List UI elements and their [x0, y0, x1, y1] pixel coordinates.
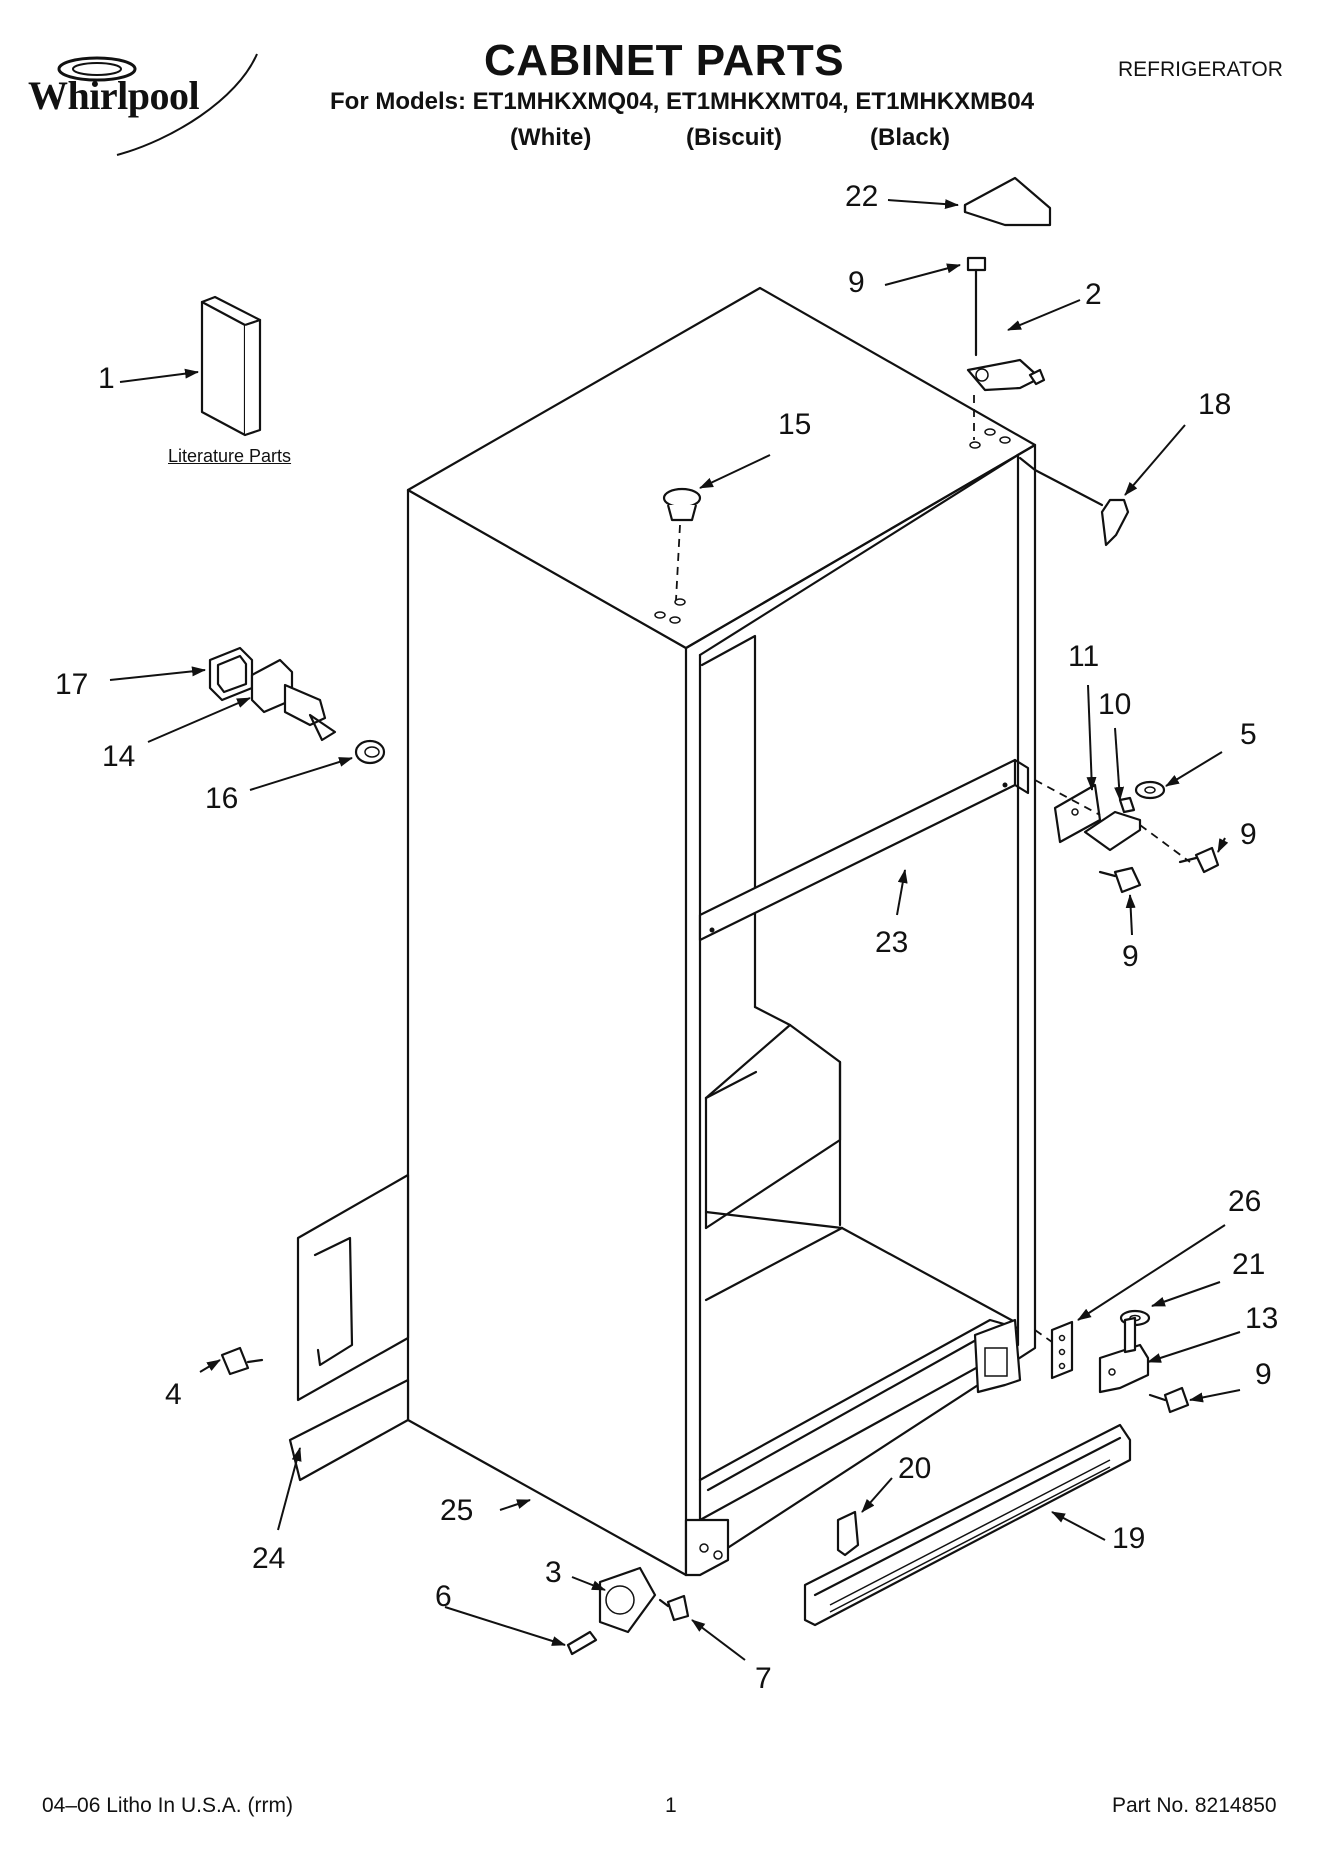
part-5-washer: [1134, 780, 1166, 800]
callout-16: 16: [205, 782, 239, 815]
brand-logo: Whirlpool: [22, 40, 262, 170]
print-info: 04–06 Litho In U.S.A. (rrm): [42, 1794, 293, 1817]
part-19-toe-grille: [803, 1423, 1132, 1627]
callout-6: 6: [435, 1580, 452, 1613]
callout-9-mid-right: 9: [1240, 818, 1257, 851]
callout-11: 11: [1068, 640, 1100, 673]
part-9-screw-mid-b: [1098, 866, 1142, 894]
variant-biscuit: (Biscuit): [686, 124, 782, 151]
part-16-washer: [354, 739, 386, 765]
part-4-screw: [220, 1346, 264, 1376]
cabinet-body: [406, 286, 1037, 1577]
callout-1: 1: [98, 362, 115, 395]
part-11-shim: [1053, 783, 1102, 844]
part-2-top-hinge: [966, 256, 1046, 440]
part-9-screw-bottom: [1148, 1386, 1190, 1414]
callout-10: 10: [1098, 688, 1132, 721]
logo-swoosh-icon: [57, 53, 258, 156]
part-13-bottom-hinge: [1098, 1316, 1150, 1394]
callout-4: 4: [165, 1378, 182, 1411]
variant-black: (Black): [870, 124, 951, 151]
brand-name: Whirlpool: [28, 73, 200, 118]
page-number: 1: [665, 1794, 677, 1817]
part-15-plug: [662, 487, 702, 601]
callout-22: 22: [845, 180, 879, 213]
callout-18: 18: [1198, 388, 1232, 421]
top-holes: [654, 428, 1011, 624]
callout-25: 25: [440, 1494, 474, 1527]
part-14-handle-pin: [250, 658, 337, 742]
appliance-type: REFRIGERATOR: [1118, 58, 1283, 81]
part-3-roller: [598, 1566, 657, 1634]
callout-26: 26: [1228, 1185, 1262, 1218]
part-22-hinge-cover: [963, 176, 1052, 227]
callout-14: 14: [102, 740, 136, 773]
part-7-screw: [658, 1594, 690, 1622]
part-17-gasket: [208, 646, 254, 702]
leader-lines: [109, 199, 1241, 1661]
part-24-bracket: [288, 1173, 410, 1482]
callout-3: 3: [545, 1556, 562, 1589]
part-18-part: [1033, 468, 1130, 547]
callout-17: 17: [55, 668, 89, 701]
part-6-pin: [566, 1630, 598, 1656]
callout-24: 24: [252, 1542, 286, 1575]
callout-9-bottom: 9: [1255, 1358, 1272, 1391]
part-number: Part No. 8214850: [1112, 1794, 1277, 1817]
variant-white: (White): [510, 124, 592, 151]
callout-2: 2: [1085, 278, 1102, 311]
callout-21: 21: [1232, 1248, 1266, 1281]
callout-13: 13: [1245, 1302, 1279, 1335]
callout-7: 7: [755, 1662, 772, 1695]
callout-15: 15: [778, 408, 812, 441]
callout-9-mid-lower: 9: [1122, 940, 1139, 973]
callout-5: 5: [1240, 718, 1257, 751]
page-title: CABINET PARTS: [484, 36, 845, 85]
callout-19: 19: [1112, 1522, 1146, 1555]
literature-parts-label: Literature Parts: [168, 446, 292, 466]
part-23-cross-rail: [698, 758, 1030, 942]
models-line: For Models: ET1MHKXMQ04, ET1MHKXMT04, ET…: [330, 88, 1035, 115]
callout-20: 20: [898, 1452, 932, 1485]
callout-9-top: 9: [848, 266, 865, 299]
part-26-shim: [1050, 1320, 1074, 1380]
callout-23: 23: [875, 926, 909, 959]
part-9-screw-mid-a: [1178, 846, 1220, 874]
part-20-clip: [836, 1510, 860, 1557]
part-1-literature: [200, 295, 262, 437]
